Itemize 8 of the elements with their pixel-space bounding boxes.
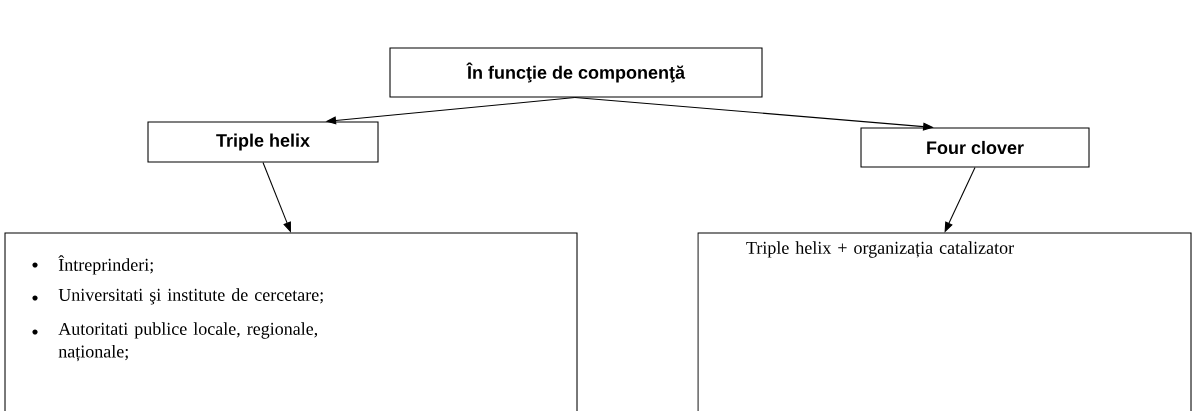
title-box: Triple helix — [147, 121, 379, 163]
node-label: Autoritati publice locale, regionale, naționale; — [58, 322, 318, 362]
text-box: Triple helix + organizația catalizator — [697, 232, 1192, 412]
title-box: În funcţie de componenţă — [389, 47, 763, 98]
node-label: Întreprinderi; — [58, 255, 153, 275]
node-label: Universitati şi institute de cercetare; — [58, 288, 323, 305]
bullet-list-box: Întreprinderi; Universitati şi institute de cercetare; Autoritati publice locale, regionale, naționale; — [4, 232, 578, 412]
title-box: Four clover — [860, 127, 1090, 168]
